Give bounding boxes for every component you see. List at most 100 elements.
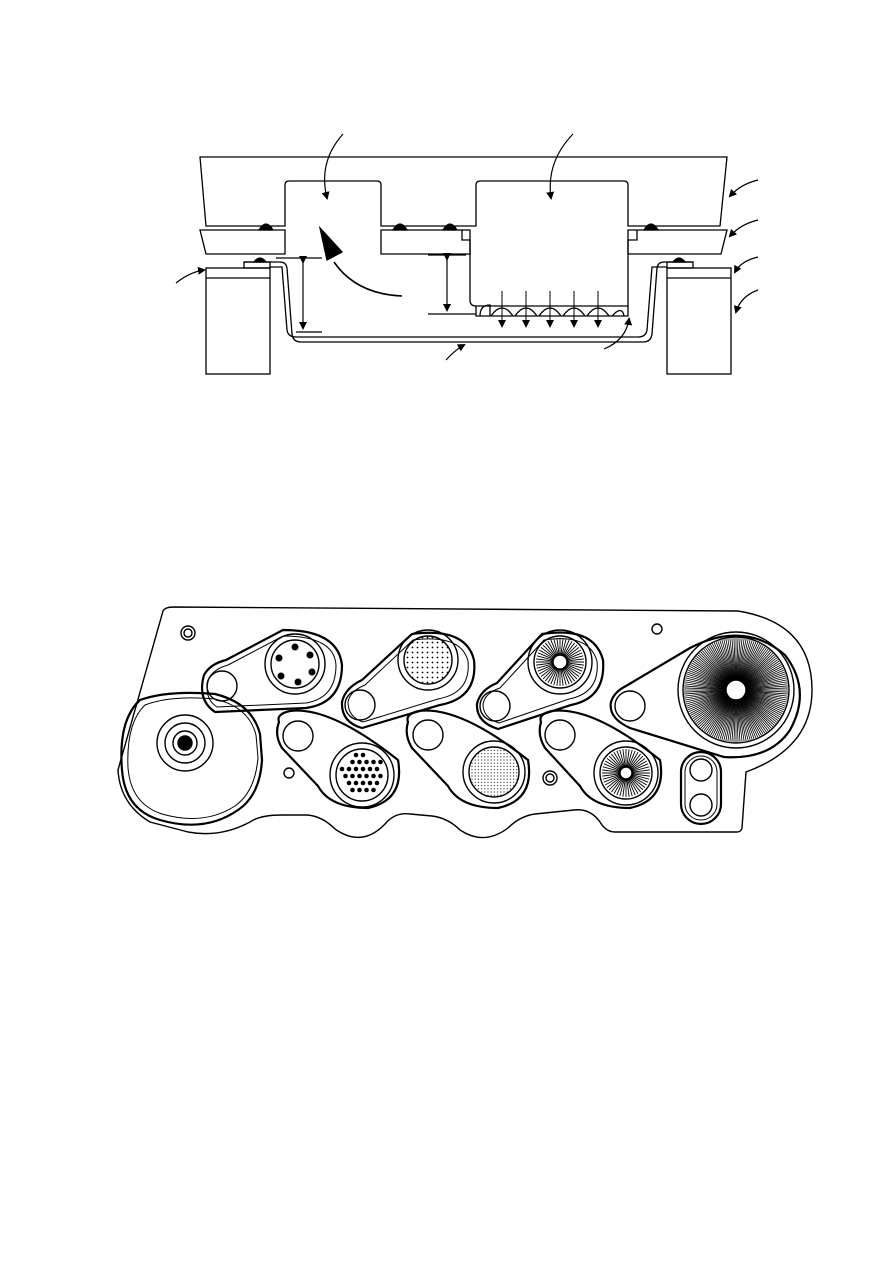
- ray-line: [537, 664, 554, 672]
- ray-line: [745, 696, 780, 720]
- ray-line: [737, 701, 743, 742]
- ray-line: [697, 654, 728, 683]
- ray-line: [565, 665, 582, 675]
- ray-line: [685, 677, 725, 688]
- right-teardrop: [609, 631, 801, 759]
- ray-line: [706, 699, 730, 734]
- ray-line: [747, 671, 785, 687]
- ray-line: [712, 643, 731, 680]
- grid-dot: [350, 787, 355, 793]
- ray-line: [746, 695, 781, 718]
- seal-bead: [391, 223, 409, 231]
- ray-line: [694, 697, 727, 723]
- ray-line: [713, 700, 732, 738]
- ray-line: [740, 641, 757, 680]
- ray-line: [562, 668, 570, 685]
- ray-line: [536, 658, 554, 662]
- ray-line: [566, 663, 584, 669]
- ray-line: [736, 638, 739, 679]
- bump-row: [475, 306, 629, 317]
- ray-line: [611, 753, 623, 769]
- ray-line: [725, 638, 735, 679]
- ray-line: [630, 760, 648, 771]
- ray-line: [685, 692, 725, 703]
- grid-dot: [353, 766, 359, 772]
- ray-line: [745, 696, 779, 721]
- right-pillar: [666, 267, 732, 375]
- ray-line: [747, 692, 787, 705]
- grid-dot: [371, 773, 376, 779]
- ray-line: [547, 640, 557, 657]
- mounting-hole: [651, 623, 663, 635]
- ray-line: [746, 664, 782, 685]
- ray-line: [562, 639, 570, 656]
- ray-line: [691, 695, 726, 718]
- ray-line: [690, 664, 726, 685]
- ray-line: [703, 648, 729, 681]
- ray-line: [747, 691, 788, 697]
- ray-line: [723, 701, 734, 741]
- grid-dot: [360, 752, 366, 758]
- ray-line: [727, 701, 735, 742]
- ray-line: [630, 776, 646, 788]
- ray-line: [738, 701, 749, 741]
- ray-line: [684, 681, 725, 689]
- ray-line: [745, 657, 778, 683]
- ray-line: [746, 695, 783, 714]
- ray-line: [744, 698, 774, 728]
- ray-line: [698, 698, 728, 728]
- ray-line: [710, 644, 731, 680]
- ray-line: [697, 697, 728, 726]
- ray-line: [708, 700, 731, 735]
- ray-line: [739, 640, 753, 679]
- ray-line: [553, 638, 559, 656]
- ray-line: [747, 693, 786, 707]
- grid-dot: [346, 766, 352, 772]
- ray-line: [685, 692, 725, 705]
- ray-line: [684, 690, 725, 693]
- ray-line: [713, 642, 732, 680]
- gasket-inner: [270, 266, 667, 338]
- ray-line: [742, 647, 767, 681]
- lower-teardrop-1: [275, 709, 401, 810]
- ray-line: [747, 690, 788, 693]
- ray-line: [745, 659, 779, 684]
- ray-line: [693, 659, 727, 684]
- ray-line: [536, 655, 554, 661]
- ray-line: [631, 773, 650, 777]
- ray-line: [729, 701, 735, 742]
- ray-line: [733, 701, 736, 742]
- ray-line: [690, 695, 726, 716]
- ray-line: [630, 775, 648, 786]
- ray-line: [626, 778, 630, 797]
- callout-arrows: [175, 133, 759, 361]
- ray-line: [631, 774, 650, 780]
- ray-line: [547, 667, 557, 684]
- ray-line: [747, 683, 788, 689]
- dimension-arrows: [276, 253, 476, 333]
- ray-line: [629, 755, 644, 770]
- ray-line: [715, 641, 732, 680]
- ray-line: [684, 687, 725, 690]
- ray-line: [540, 665, 555, 677]
- ray-line: [705, 699, 730, 733]
- ray-line: [560, 668, 564, 686]
- seal-bead: [257, 223, 275, 231]
- ray-line: [565, 665, 580, 677]
- ray-line: [684, 691, 725, 701]
- ray-line: [565, 647, 580, 659]
- ray-line: [563, 667, 573, 684]
- ray-line: [727, 638, 735, 679]
- upper-teardrop-3: [475, 629, 605, 731]
- ray-line: [556, 668, 560, 686]
- ray-line: [611, 777, 623, 793]
- ray-line: [746, 694, 785, 711]
- ray-line: [631, 769, 650, 773]
- ray-line: [700, 698, 729, 729]
- ray-line: [739, 701, 755, 739]
- ray-line: [719, 701, 733, 740]
- grid-dot: [357, 773, 362, 779]
- ray-line: [608, 755, 623, 770]
- ray-line: [740, 700, 757, 739]
- ray-line: [743, 650, 771, 682]
